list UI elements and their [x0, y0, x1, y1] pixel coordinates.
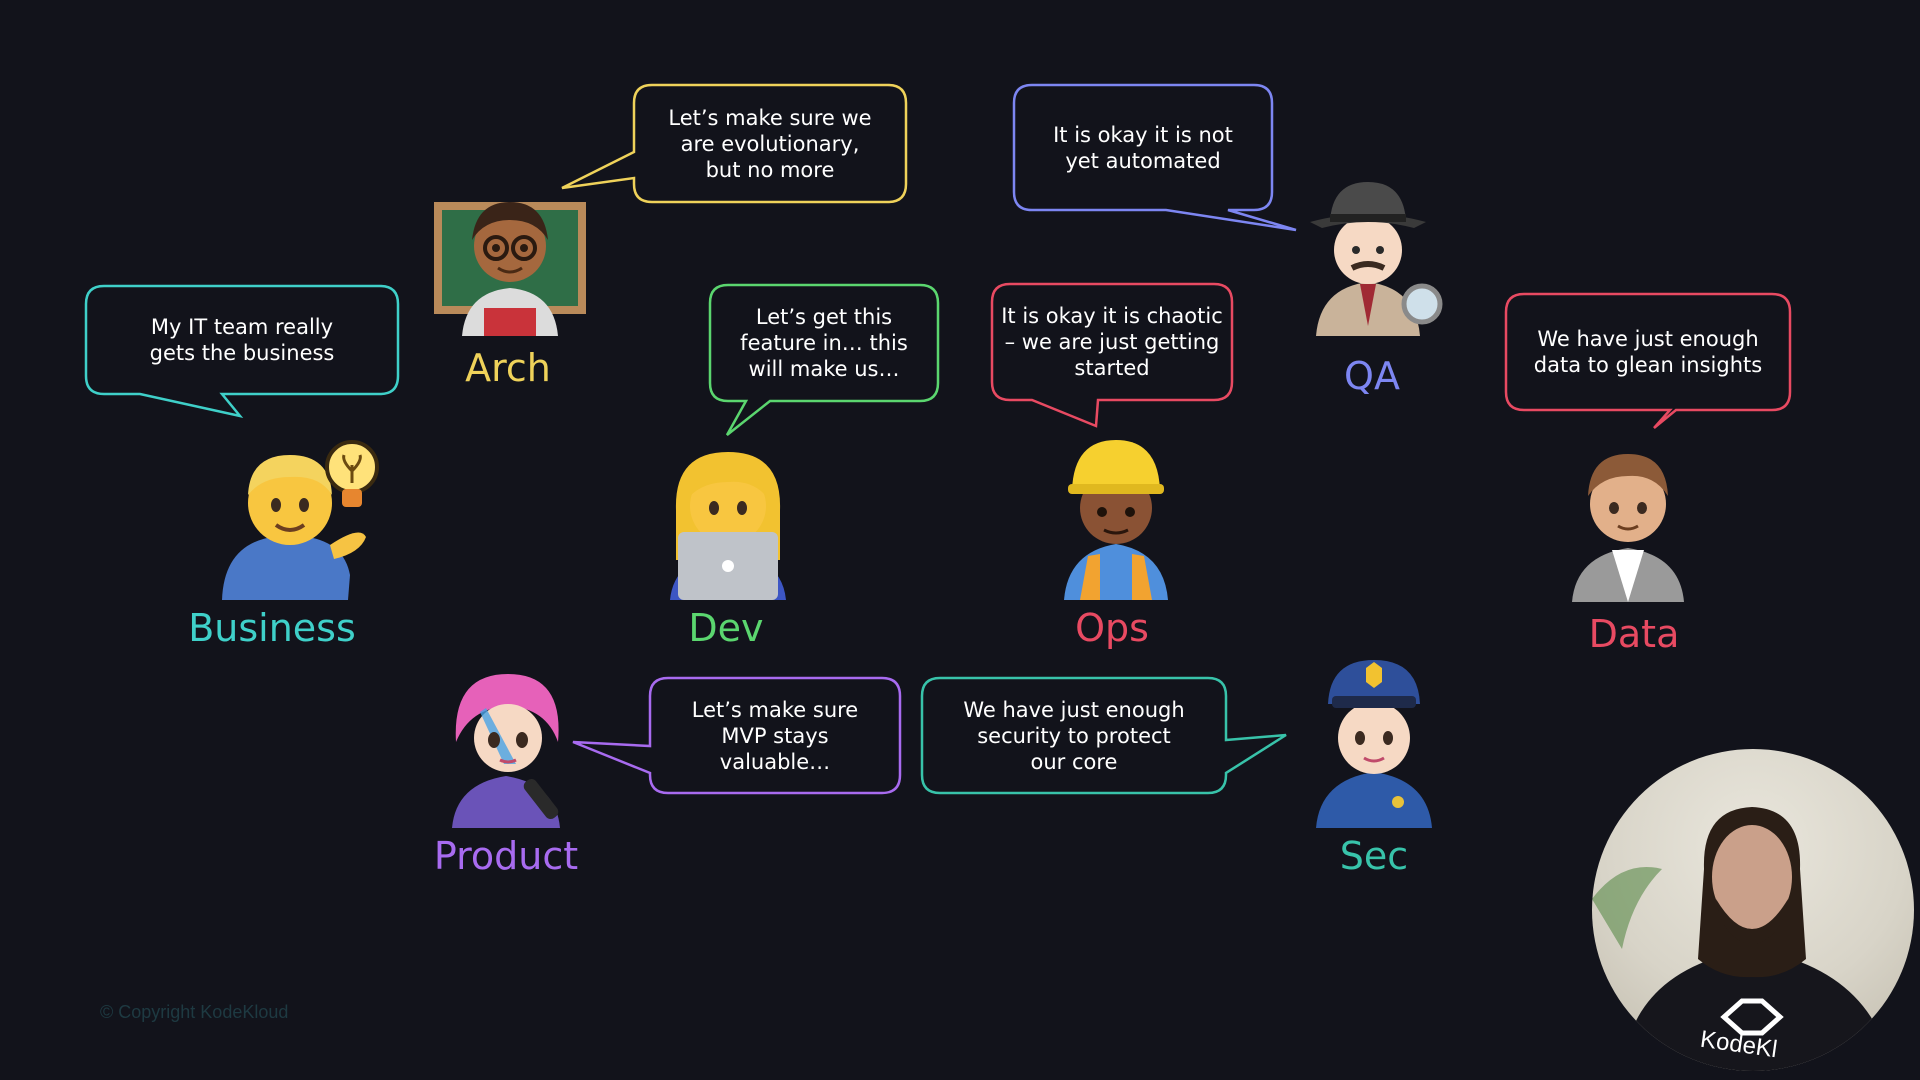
role-label-arch: Arch — [465, 346, 551, 390]
technologist-with-laptop-icon — [670, 452, 786, 600]
arch-quote: Let’s make sure we are evolutionary, but… — [668, 105, 872, 182]
ops-speech-bubble — [990, 282, 1234, 428]
role-label-business: Business — [188, 606, 356, 650]
construction-worker-icon — [1064, 440, 1168, 600]
presenter-avatar — [1592, 807, 1892, 1071]
copyright-text: © Copyright KodeKloud — [100, 1002, 289, 1022]
police-officer-icon — [1316, 660, 1432, 828]
detective-icon — [1310, 182, 1443, 336]
sec-speech-bubble — [920, 676, 1287, 795]
sec-quote: We have just enough security to protect … — [963, 697, 1185, 774]
dev-speech-bubble — [708, 283, 940, 436]
business-speech-bubble — [84, 284, 400, 418]
product-speech-bubble — [572, 676, 902, 795]
presenter-video: KodeKl — [1592, 749, 1914, 1071]
role-label-qa: QA — [1344, 354, 1400, 398]
man-with-lightbulb-icon — [222, 440, 379, 600]
singer-icon — [452, 674, 560, 828]
arch-speech-bubble — [561, 83, 908, 204]
ops-quote: It is okay it is chaotic – we are just g… — [1001, 304, 1223, 380]
teacher-icon — [434, 202, 586, 336]
role-label-dev: Dev — [688, 606, 764, 650]
qa-speech-bubble — [1012, 83, 1297, 232]
business-quote: My IT team really gets the business — [149, 315, 335, 365]
role-label-ops: Ops — [1075, 606, 1149, 650]
data-quote: We have just enough data to glean insigh… — [1533, 327, 1763, 377]
role-label-sec: Sec — [1339, 834, 1409, 878]
data-speech-bubble — [1504, 292, 1792, 429]
dev-quote: Let’s get this feature in… this will mak… — [740, 305, 908, 381]
office-worker-icon — [1572, 454, 1684, 602]
product-quote: Let’s make sure MVP stays valuable… — [691, 697, 859, 774]
qa-quote: It is okay it is not yet automated — [1053, 122, 1233, 173]
role-label-product: Product — [433, 834, 579, 878]
role-label-data: Data — [1588, 612, 1680, 656]
